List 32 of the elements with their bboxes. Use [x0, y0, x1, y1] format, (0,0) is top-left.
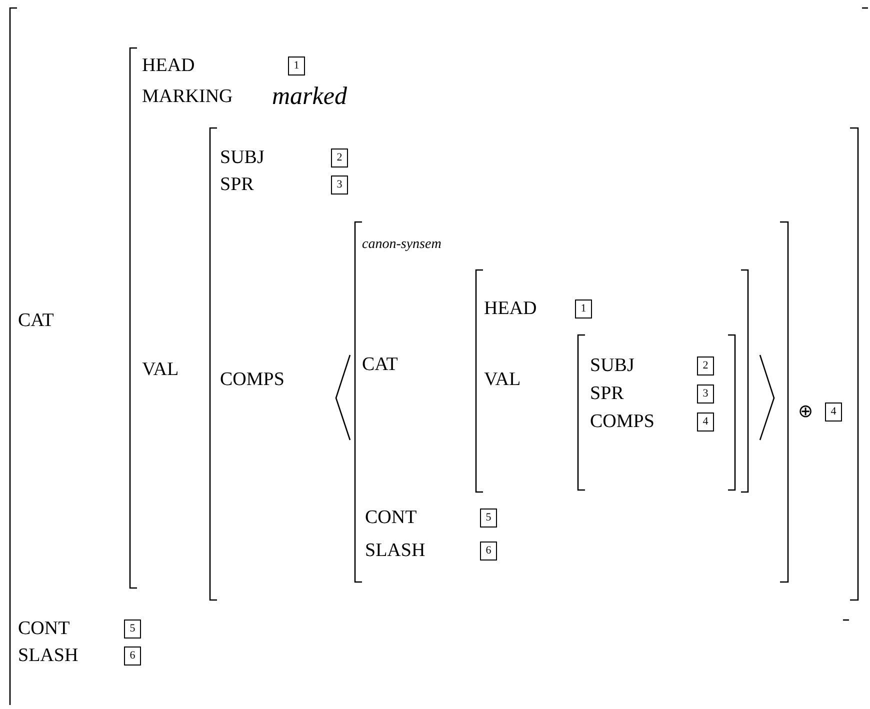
feature-name: COMPS	[220, 369, 284, 391]
feature-value: marked	[272, 83, 347, 111]
tag-box: 2	[331, 148, 348, 168]
feature-name: CAT	[362, 354, 398, 376]
feature-name: VAL	[142, 359, 179, 381]
tag-box: 1	[575, 300, 592, 318]
feature-name: MARKING	[142, 86, 233, 108]
tag-box: 3	[331, 176, 348, 194]
tag-box: 5	[124, 620, 141, 638]
feature-name: CONT	[365, 507, 417, 529]
feature-name: CAT	[18, 310, 54, 332]
feature-name: COMPS	[590, 411, 654, 433]
feature-name: SLASH	[365, 540, 426, 562]
tag-box: 5	[480, 508, 497, 528]
tag-box: 1	[288, 56, 305, 76]
feature-name: HEAD	[142, 55, 195, 77]
feature-name: SUBJ	[590, 355, 634, 377]
tag-box: 4	[697, 412, 714, 432]
tag-box: 6	[124, 646, 141, 666]
tag-box: 3	[697, 384, 714, 404]
feature-name: SLASH	[18, 645, 78, 667]
feature-name: HEAD	[484, 298, 537, 320]
feature-name: VAL	[484, 369, 521, 391]
tag-box: 4	[825, 402, 842, 422]
type-label: canon-synsem	[362, 236, 442, 254]
operator-symbol: ⊕	[798, 401, 814, 423]
feature-name: SPR	[220, 174, 254, 196]
feature-name: SUBJ	[220, 147, 264, 169]
tag-box: 6	[480, 542, 497, 560]
feature-name: CONT	[18, 618, 70, 640]
tag-box: 2	[697, 356, 714, 376]
feature-name: SPR	[590, 383, 624, 405]
